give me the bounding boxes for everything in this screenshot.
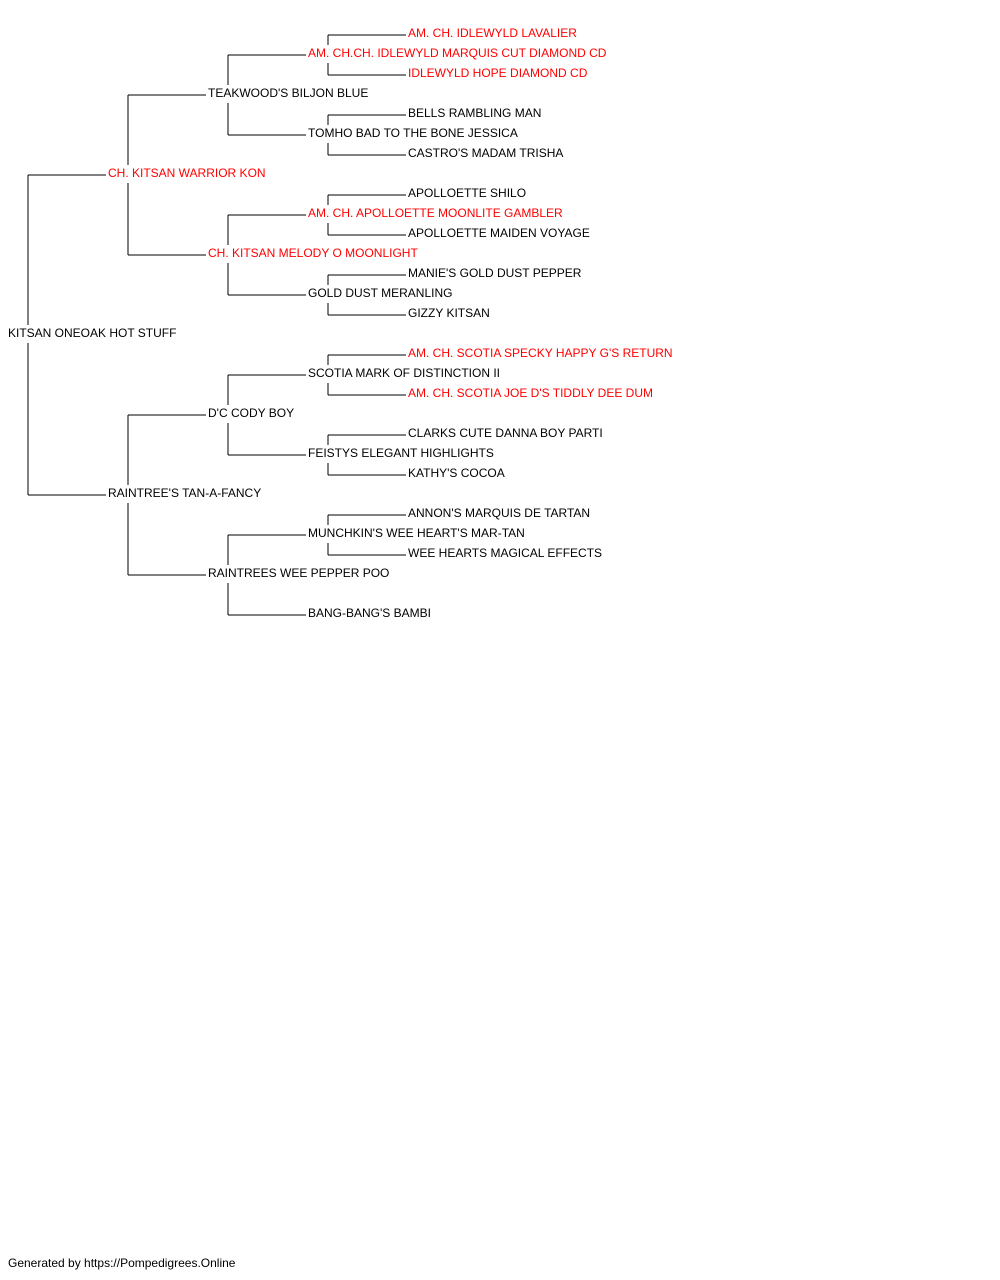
subject-name: KITSAN ONEOAK HOT STUFF [8,326,176,340]
footer-credit: Generated by https://Pompedigrees.Online [8,1256,236,1270]
ancestor-name: RAINTREE'S TAN-A-FANCY [108,486,261,500]
ancestor-name: GIZZY KITSAN [408,306,490,320]
ancestor-name: CH. KITSAN MELODY O MOONLIGHT [208,246,418,260]
ancestor-name: BELLS RAMBLING MAN [408,106,541,120]
ancestor-name: MUNCHKIN'S WEE HEART'S MAR-TAN [308,526,525,540]
ancestor-name: AM. CH.CH. IDLEWYLD MARQUIS CUT DIAMOND … [308,46,607,60]
ancestor-name: CH. KITSAN WARRIOR KON [108,166,266,180]
ancestor-name: MANIE'S GOLD DUST PEPPER [408,266,582,280]
ancestor-name: RAINTREES WEE PEPPER POO [208,566,389,580]
ancestor-name: AM. CH. SCOTIA SPECKY HAPPY G'S RETURN [408,346,673,360]
ancestor-name: CLARKS CUTE DANNA BOY PARTI [408,426,603,440]
ancestor-name: ANNON'S MARQUIS DE TARTAN [408,506,590,520]
ancestor-name: AM. CH. SCOTIA JOE D'S TIDDLY DEE DUM [408,386,653,400]
ancestor-name: APOLLOETTE SHILO [408,186,526,200]
ancestor-name: FEISTYS ELEGANT HIGHLIGHTS [308,446,494,460]
ancestor-name: WEE HEARTS MAGICAL EFFECTS [408,546,602,560]
ancestor-name: GOLD DUST MERANLING [308,286,452,300]
ancestor-name: AM. CH. IDLEWYLD LAVALIER [408,26,577,40]
ancestor-name: TOMHO BAD TO THE BONE JESSICA [308,126,518,140]
ancestor-name: IDLEWYLD HOPE DIAMOND CD [408,66,588,80]
ancestor-name: KATHY'S COCOA [408,466,505,480]
ancestor-name: SCOTIA MARK OF DISTINCTION II [308,366,500,380]
ancestor-name: D'C CODY BOY [208,406,294,420]
ancestor-name: APOLLOETTE MAIDEN VOYAGE [408,226,590,240]
ancestor-name: TEAKWOOD'S BILJON BLUE [208,86,368,100]
ancestor-name: AM. CH. APOLLOETTE MOONLITE GAMBLER [308,206,563,220]
ancestor-name: BANG-BANG'S BAMBI [308,606,431,620]
pedigree-tree: KITSAN ONEOAK HOT STUFF CH. KITSAN WARRIO… [8,26,673,620]
ancestor-name: CASTRO'S MADAM TRISHA [408,146,563,160]
